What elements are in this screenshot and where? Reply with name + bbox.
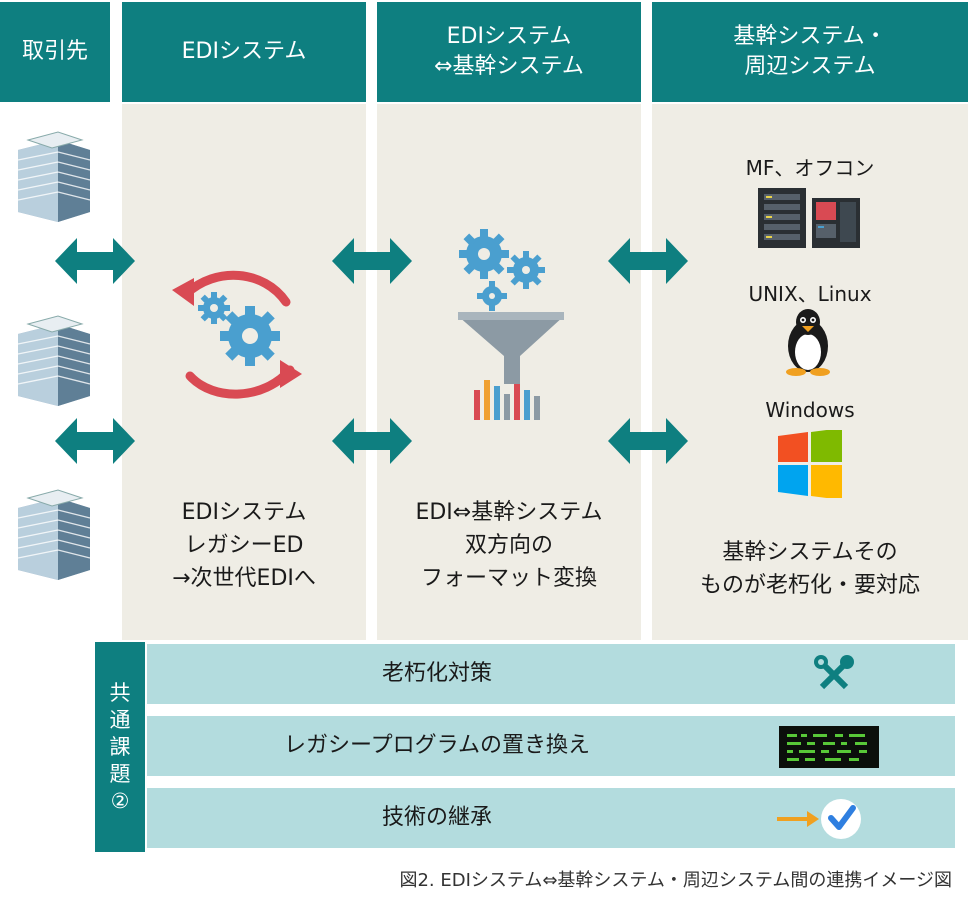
header-partner: 取引先 (0, 2, 110, 102)
edi-caption: EDIシステム レガシーED →次世代EDIへ (122, 496, 366, 595)
header-partner-label: 取引先 (21, 39, 88, 64)
mainframe-icon (758, 188, 860, 248)
terminal-icon (779, 726, 879, 768)
bidirectional-arrow-icon (332, 238, 412, 284)
edi-caption-line2: レガシーED (184, 533, 304, 558)
core-caption-line2: ものが老朽化・要対応 (699, 573, 920, 598)
header-edi-label: EDIシステム (181, 39, 307, 64)
header-core-line2: 周辺システム (744, 54, 876, 79)
bidirectional-arrow-icon (55, 238, 135, 284)
bidirectional-arrow-icon (608, 418, 688, 464)
core-caption-line1: 基幹システムその (722, 540, 898, 565)
platform-windows-label: Windows (765, 398, 855, 422)
building-icon (17, 315, 91, 406)
conversion-caption-line1: EDI⇔基幹システム (415, 500, 603, 525)
conversion-caption-line3: フォーマット変換 (420, 566, 597, 591)
common-issue-row: レガシープログラムの置き換え (147, 716, 955, 776)
platform-mf-label: MF、オフコン (745, 156, 875, 180)
common-issue-text: 老朽化対策 (381, 661, 492, 686)
figure-caption: 図2. EDIシステム⇔基幹システム・周辺システム間の連携イメージ図 (399, 870, 952, 891)
building-icon (17, 131, 91, 222)
refresh-gears-icon (172, 270, 302, 399)
building-icon (17, 489, 91, 580)
header-core: 基幹システム・ 周辺システム (652, 2, 968, 102)
header-edi-core-line1: EDIシステム (446, 24, 572, 49)
windows-logo-icon (778, 430, 842, 498)
common-issue-row: 技術の継承 (147, 788, 955, 848)
header-edi: EDIシステム (122, 2, 366, 102)
penguin-icon (786, 309, 830, 376)
bidirectional-arrow-icon (608, 238, 688, 284)
common-issue-row: 老朽化対策 (147, 644, 955, 704)
edi-caption-line3: →次世代EDIへ (172, 566, 316, 591)
bidirectional-arrow-icon (332, 418, 412, 464)
common-issue-text: 技術の継承 (381, 805, 492, 830)
common-issue-text: レガシープログラムの置き換え (283, 733, 591, 758)
common-issues-label: 共 通 課 題 ② (95, 642, 145, 852)
conversion-caption-line2: 双方向の (464, 533, 553, 558)
edi-column-panel (122, 104, 366, 640)
header-core-line1: 基幹システム・ (733, 24, 887, 49)
common-issues-char: 題 (109, 761, 131, 786)
bidirectional-arrow-icon (55, 418, 135, 464)
core-caption: 基幹システムその ものが老朽化・要対応 (652, 536, 968, 602)
common-issues-char: ② (110, 788, 130, 813)
funnel-gears-icon (458, 229, 564, 420)
conversion-caption: EDI⇔基幹システム 双方向の フォーマット変換 (377, 496, 641, 595)
common-issues-char: 通 (109, 707, 131, 732)
platform-unix-label: UNIX、Linux (748, 282, 872, 306)
common-issues-char: 課 (109, 734, 131, 759)
tools-icon (814, 655, 854, 690)
edi-caption-line1: EDIシステム (181, 500, 307, 525)
header-edi-core-line2: ⇔基幹システム (434, 54, 584, 79)
common-issues-char: 共 (109, 680, 131, 705)
arrow-check-icon (777, 799, 861, 839)
header-edi-core: EDIシステム ⇔基幹システム (377, 2, 641, 102)
